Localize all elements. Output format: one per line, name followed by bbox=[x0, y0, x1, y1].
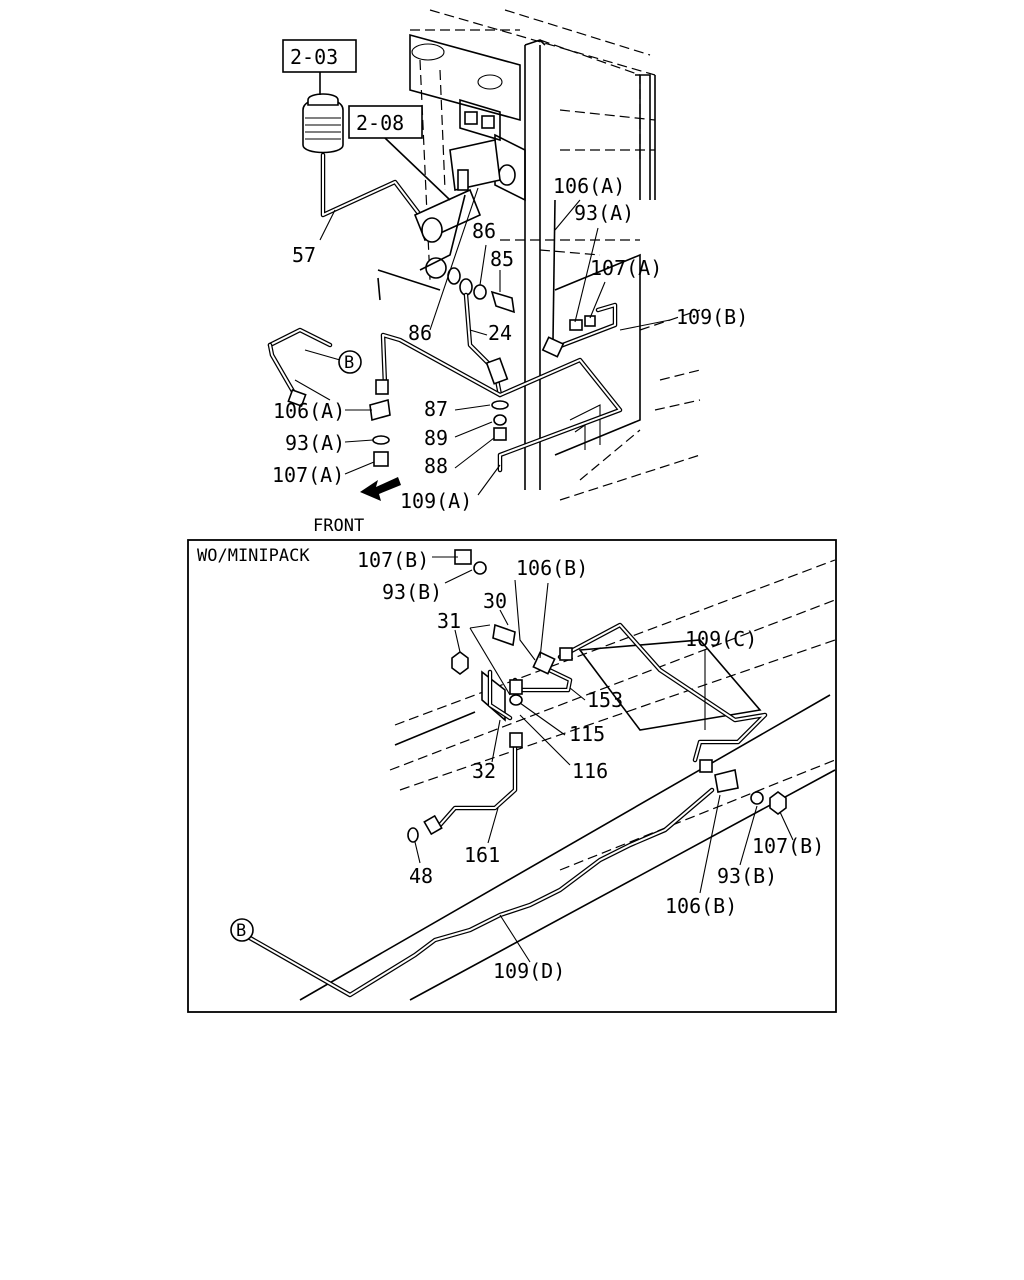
part-85-label: 85 bbox=[490, 247, 514, 271]
part-88-label: 88 bbox=[424, 454, 448, 478]
part-89-label: 89 bbox=[424, 426, 448, 450]
part-107a-left-label: 107(A) bbox=[272, 463, 344, 487]
leader-lines-top bbox=[294, 187, 671, 496]
circle-b-top: B bbox=[338, 350, 362, 374]
part-32-label: 32 bbox=[472, 759, 496, 783]
part-116-label: 116 bbox=[572, 759, 608, 783]
part-109c-label: 109(C) bbox=[685, 627, 757, 651]
part-109a-label: 109(A) bbox=[400, 489, 472, 513]
part-30-label: 30 bbox=[483, 589, 507, 613]
inset-title: WO/MINIPACK bbox=[197, 546, 310, 566]
reference-box-203: 2-03 bbox=[282, 39, 357, 95]
master-cylinder-part bbox=[413, 139, 501, 279]
part-24-label: 24 bbox=[488, 321, 512, 345]
part-93a-top-label: 93(A) bbox=[574, 201, 634, 225]
part-106a-left-label: 106(A) bbox=[273, 399, 345, 423]
ref-203-label: 2-03 bbox=[290, 45, 338, 69]
part-115-label: 115 bbox=[569, 722, 605, 746]
part-48-label: 48 bbox=[409, 864, 433, 888]
part-109b-label: 109(B) bbox=[676, 305, 748, 329]
brake-pipes-top bbox=[267, 199, 623, 473]
part-93b-top-label: 93(B) bbox=[382, 580, 442, 604]
part-93a-left-label: 93(A) bbox=[285, 431, 345, 455]
part-107b-top-label: 107(B) bbox=[357, 548, 429, 572]
circle-b-inset: B bbox=[230, 918, 254, 942]
part-31-label: 31 bbox=[437, 609, 461, 633]
reference-box-208: 2-08 bbox=[348, 105, 451, 201]
front-label: FRONT bbox=[313, 516, 364, 536]
fitting-parts bbox=[447, 267, 515, 441]
reservoir-part bbox=[302, 93, 423, 218]
part-109d-label: 109(D) bbox=[493, 959, 565, 983]
part-93b-right-label: 93(B) bbox=[717, 864, 777, 888]
part-86-lower-label: 86 bbox=[408, 321, 432, 345]
part-106a-top-label: 106(A) bbox=[553, 174, 625, 198]
part-107b-right-label: 107(B) bbox=[752, 834, 824, 858]
part-161-label: 161 bbox=[464, 843, 500, 867]
inset-panel: WO/MINIPACK bbox=[187, 539, 837, 1013]
circle-b-inset-label: B bbox=[236, 921, 246, 941]
front-arrow-icon bbox=[360, 477, 401, 501]
part-87-label: 87 bbox=[424, 397, 448, 421]
circle-b-top-label: B bbox=[344, 353, 354, 373]
part-106b-bottom-label: 106(B) bbox=[665, 894, 737, 918]
part-57-label: 57 bbox=[292, 243, 316, 267]
ref-208-label: 2-08 bbox=[356, 111, 404, 135]
part-107a-top-label: 107(A) bbox=[590, 256, 662, 280]
part-153-label: 153 bbox=[587, 688, 623, 712]
part-86-upper-label: 86 bbox=[472, 219, 496, 243]
part-106b-top-label: 106(B) bbox=[516, 556, 588, 580]
